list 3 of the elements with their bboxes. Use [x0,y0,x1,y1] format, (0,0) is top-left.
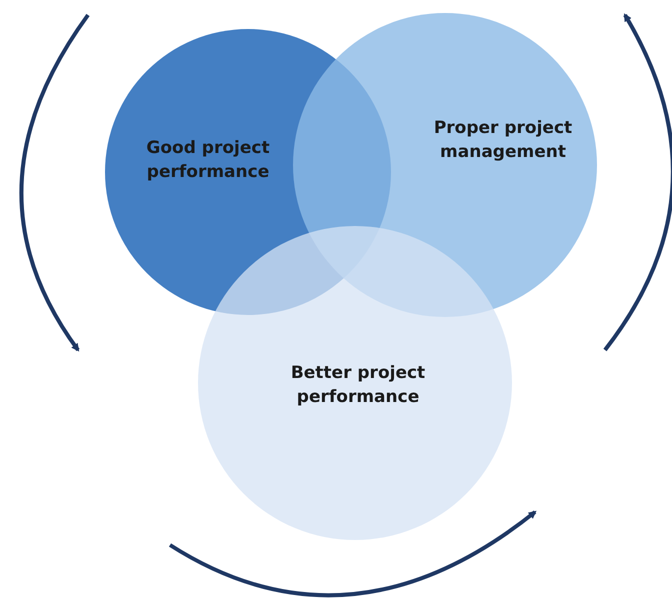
circle-label: Good project performance [145,137,271,184]
circle-label: Better project performance [290,362,426,409]
circle-label: Proper project management [432,117,574,164]
